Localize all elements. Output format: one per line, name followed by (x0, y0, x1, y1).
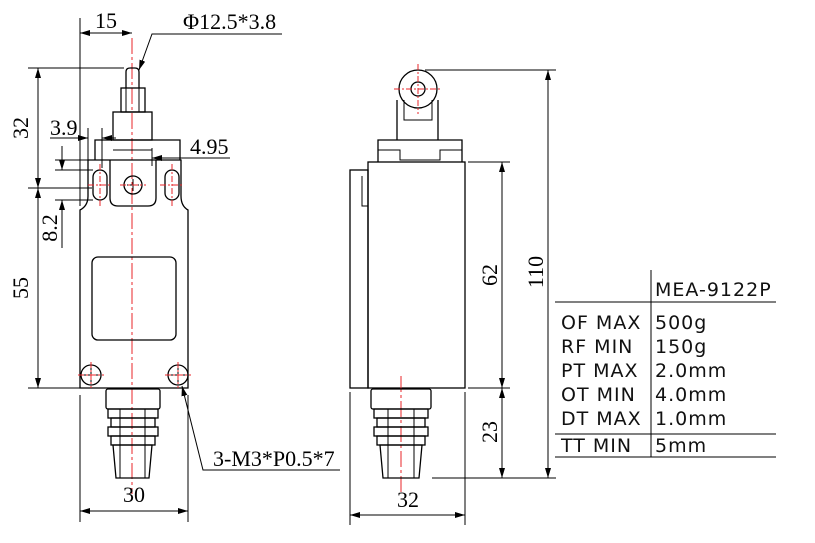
plunger-collar-lines (125, 88, 140, 112)
roller-bracket (403, 100, 433, 121)
dim-label-head-height: 32 (8, 117, 33, 139)
table-model-header: MEA-9122P (655, 279, 772, 301)
gland-inner-lines (119, 409, 146, 478)
gland-nut (105, 388, 161, 410)
dim-label-body-width: 30 (123, 482, 145, 507)
table-row-value: 1.0mm (655, 408, 727, 430)
roller-clevis (396, 100, 439, 140)
side-dimensions: 62 23 110 32 (349, 69, 556, 525)
table-row-label: RF MIN (561, 336, 633, 358)
dim-label-total-height: 110 (523, 256, 548, 288)
roller-actuator (394, 64, 442, 140)
plunger-collar (120, 87, 146, 113)
dim-label-plunger-offset: 4.95 (190, 134, 229, 159)
plunger-tip (125, 67, 140, 88)
side-view: 62 23 110 32 (349, 64, 556, 525)
dim-label-body-height: 62 (477, 264, 502, 286)
dim-label-plunger: Φ12.5*3.8 (183, 9, 276, 34)
top-plate (94, 139, 181, 160)
side-cover-detail (361, 176, 368, 207)
front-dimensions: 15 Φ12.5*3.8 32 55 3.9 4.95 8.2 3-M3*P0.… (8, 8, 340, 522)
roller-center-lines (394, 64, 442, 114)
extension-line (28, 67, 124, 389)
bottom-screw-center-lines (78, 362, 191, 388)
dim-label-mount-screws: 3-M3*P0.5*7 (213, 446, 335, 471)
indicator-window (91, 256, 177, 341)
table-row-value: 4.0mm (655, 384, 727, 406)
table-row-value: 2.0mm (655, 360, 727, 382)
cable-gland-front (105, 388, 161, 479)
side-body (367, 161, 466, 389)
table-grid (555, 270, 776, 458)
gland-rib (107, 426, 159, 437)
table-row-value: 150g (655, 336, 707, 358)
cable-gland-side (370, 388, 432, 479)
extension-line (87, 128, 103, 168)
dim-label-hole-length: 8.2 (37, 214, 62, 242)
plunger-leader-line (138, 33, 282, 71)
extension-line (79, 395, 189, 522)
gland-tube (112, 444, 153, 479)
extension-line (55, 169, 93, 201)
switch-body-outline (79, 159, 189, 389)
front-view: 15 Φ12.5*3.8 32 55 3.9 4.95 8.2 3-M3*P0.… (8, 8, 340, 522)
dim-label-body-height: 55 (8, 277, 33, 299)
table-row-value: 5mm (655, 435, 707, 457)
center-boss-outline (109, 160, 157, 207)
screw-leader-line (181, 385, 340, 471)
spec-table: MEA-9122P OF MAX 500g RF MIN 150g PT MAX… (555, 270, 776, 458)
gland-inner-lines (387, 409, 415, 478)
table-row-label: PT MAX (561, 360, 639, 382)
table-row-label: DT MAX (561, 408, 642, 430)
table-row-label: TT MIN (560, 435, 632, 457)
extension-line (349, 392, 466, 525)
dim-label-half-width: 15 (95, 8, 117, 33)
dim-label-gland-height: 23 (477, 421, 502, 443)
hole-center-lines (88, 164, 184, 206)
gland-rib (107, 408, 159, 419)
dim-label-ear-offset: 3.9 (50, 115, 78, 140)
gland-rib (110, 417, 156, 428)
side-head-block (377, 139, 463, 162)
side-head-step (378, 149, 462, 161)
gland-tube (379, 444, 423, 479)
table-row-value: 500g (655, 312, 707, 334)
table-row-label: OT MIN (561, 384, 636, 406)
extension-line (425, 69, 556, 479)
side-cover-plate (349, 169, 369, 389)
gland-rib (110, 435, 156, 446)
table-row-label: OF MAX (561, 312, 641, 334)
dim-label-side-width: 32 (397, 487, 419, 512)
